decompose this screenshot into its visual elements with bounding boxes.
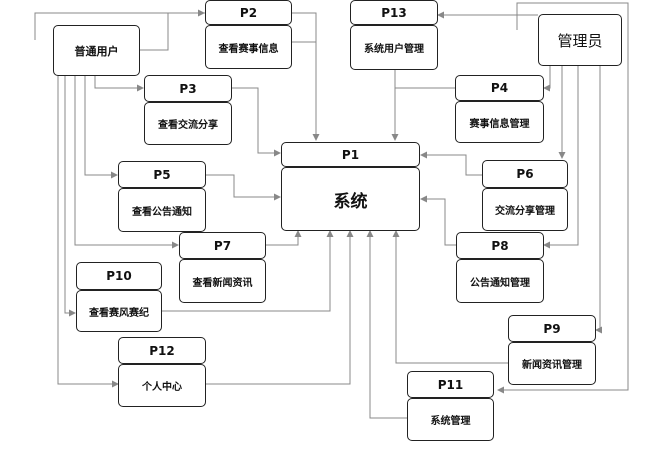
edge-p10-p1 [162,230,334,312]
p10-id: P10 [106,269,132,283]
p11-id: P11 [437,377,464,392]
p2-name: 查看赛事信息 [218,43,279,55]
edge-p3-p1 [232,87,281,157]
edge-p4-p1 [394,87,455,140]
p12-id: P12 [149,343,175,358]
p6-name: 交流分享管理 [495,206,555,217]
actor-admin-label: 管理员 [557,31,603,50]
p8-name: 公告通知管理 [470,277,530,289]
p5-name: 查看公告通知 [132,206,192,218]
edge-p5-p1 [206,174,281,201]
p13-header[interactable]: P13 [350,0,438,25]
actor-ordinary-user-label: 普通用户 [74,44,119,58]
edge-admin-p9 [595,66,602,334]
p8-id: P8 [491,238,509,253]
p8-header[interactable]: P8 [456,232,544,259]
p2-body[interactable]: 查看赛事信息 [205,25,292,69]
p7-header[interactable]: P7 [179,232,266,259]
p7-id: P7 [213,238,232,253]
p7-name: 查看新闻资讯 [192,277,253,289]
edge-p6-p1 [420,151,482,176]
p3-name: 查看交流分享 [158,120,218,131]
frame-line-left [34,12,205,40]
p5-id: P5 [153,167,171,182]
p3-id: P3 [179,81,197,96]
p4-name: 赛事信息管理 [469,118,530,130]
frame-line-mid [292,12,320,141]
edge-user-p7 [74,76,179,249]
p7-body[interactable]: 查看新闻资讯 [179,259,266,303]
p3-body[interactable]: 查看交流分享 [144,102,232,145]
p1-id: P1 [341,147,360,162]
actor-admin[interactable]: 管理员 [538,14,622,66]
p13-name: 系统用户管理 [364,44,424,55]
p9-id: P9 [543,321,561,336]
p9-body[interactable]: 新闻资讯管理 [508,342,596,385]
p2-header[interactable]: P2 [205,0,292,25]
edge-admin-p8 [543,66,579,249]
p4-body[interactable]: 赛事信息管理 [455,101,544,143]
edge-user-p12 [57,76,119,388]
p9-name: 新闻资讯管理 [522,360,582,371]
p12-header[interactable]: P12 [118,337,206,364]
p11-header[interactable]: P11 [407,371,494,398]
edge-p9-p1 [392,230,508,364]
p6-body[interactable]: 交流分享管理 [482,188,568,231]
p2-id: P2 [239,5,258,20]
p11-name: 系统管理 [430,416,471,427]
p6-id: P6 [516,167,534,181]
edge-admin-p4 [543,66,551,92]
p13-body[interactable]: 系统用户管理 [350,25,438,70]
edge-p8-p1 [420,195,456,246]
p5-body[interactable]: 查看公告通知 [118,188,206,232]
p1-header[interactable]: P1 [281,142,420,167]
edge-user-p2 [140,9,205,51]
p11-body[interactable]: 系统管理 [407,398,494,441]
p9-header[interactable]: P9 [508,315,596,342]
p4-header[interactable]: P4 [455,75,544,101]
p10-body[interactable]: 查看赛风赛纪 [76,290,162,332]
p12-name: 个人中心 [142,382,182,393]
p10-header[interactable]: P10 [76,262,162,290]
p10-name: 查看赛风赛纪 [89,307,149,319]
p1-name: 系统 [333,191,368,212]
edge-p7-p1 [266,230,302,246]
actor-ordinary-user[interactable]: 普通用户 [53,25,140,76]
p4-id: P4 [490,81,509,95]
edge-p12-p1 [206,230,354,385]
frame-line-right [497,2,629,394]
p13-id: P13 [381,5,407,20]
p6-header[interactable]: P6 [482,160,568,188]
p3-header[interactable]: P3 [144,75,232,102]
edge-user-p3 [94,76,144,92]
p1-system-body[interactable]: 系统 [281,167,420,231]
edge-p11-p1 [366,230,407,419]
p12-body[interactable]: 个人中心 [118,364,206,407]
edge-user-p5 [84,76,118,179]
p8-body[interactable]: 公告通知管理 [456,259,544,303]
edge-user-p10 [64,76,76,317]
p5-header[interactable]: P5 [118,161,206,188]
